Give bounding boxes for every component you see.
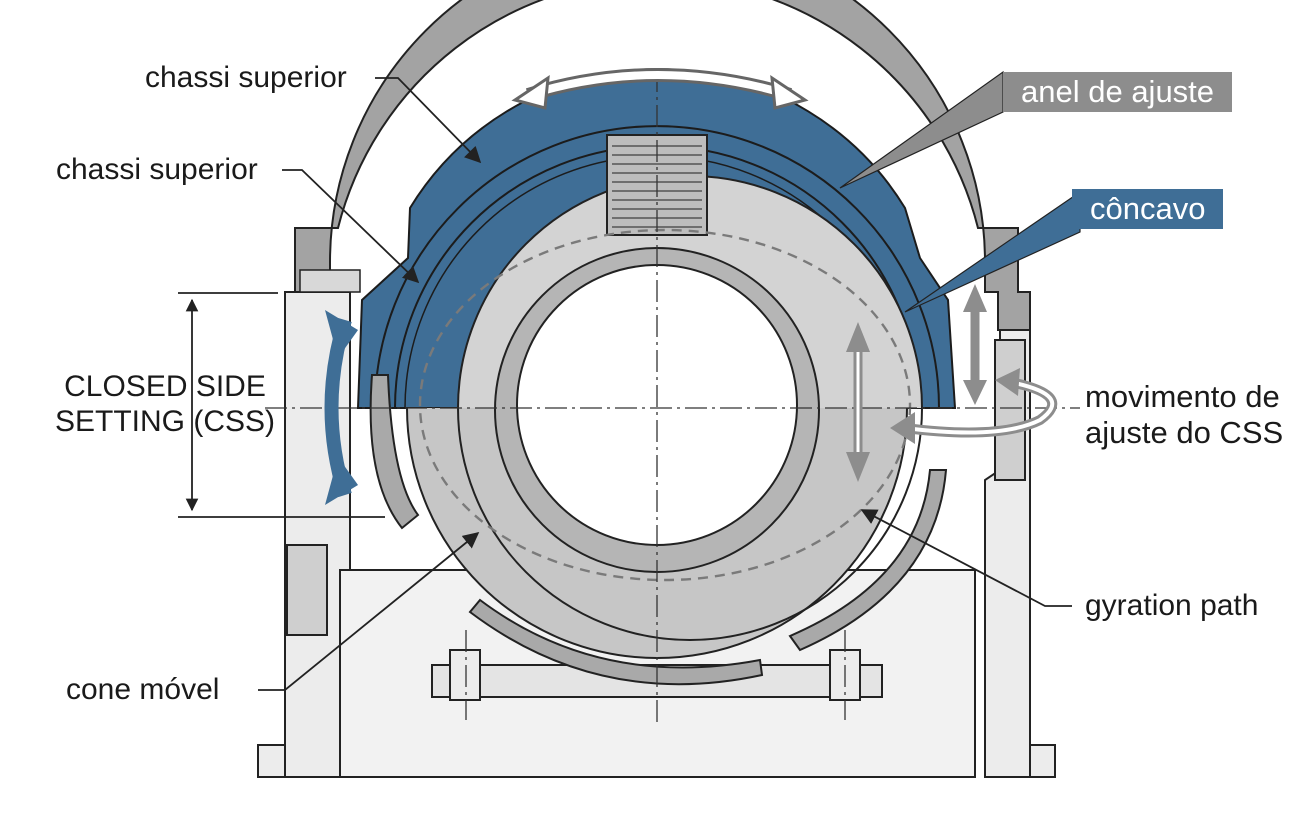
label-css-adjust-line2: ajuste do CSS [1085,415,1284,450]
center-lines [265,70,1080,725]
css-blue-arrow [324,310,358,505]
leader-lines [258,77,1072,691]
upper-frame-shell [294,0,1031,331]
label-adjustment-ring: anel de ajuste [1003,72,1233,112]
lower-liners [369,374,948,686]
label-css-adjust-line1: movimento de [1085,379,1280,414]
rotation-arrow-top [511,68,809,110]
label-mantle: cone móvel [66,673,220,706]
label-concave: côncavo [1072,189,1224,229]
css-dimension [178,292,385,518]
label-closed-side-setting: CLOSED SIDE SETTING (CSS) [45,369,285,439]
gyration-path-dashed [418,228,912,582]
vertical-arrow-right [963,284,987,405]
label-upper-frame-outer: chassi superior [145,61,347,94]
label-css-line2: SETTING (CSS) [54,405,275,438]
label-css-adjust-movement: movimento de ajuste do CSS [1085,379,1283,451]
label-gyration-path: gyration path [1085,589,1259,622]
css-adjust-arrow [890,368,1057,444]
label-css-line1: CLOSED SIDE [64,370,266,403]
label-upper-frame-inner: chassi superior [56,153,258,186]
vertical-arrow-mid [846,322,870,482]
